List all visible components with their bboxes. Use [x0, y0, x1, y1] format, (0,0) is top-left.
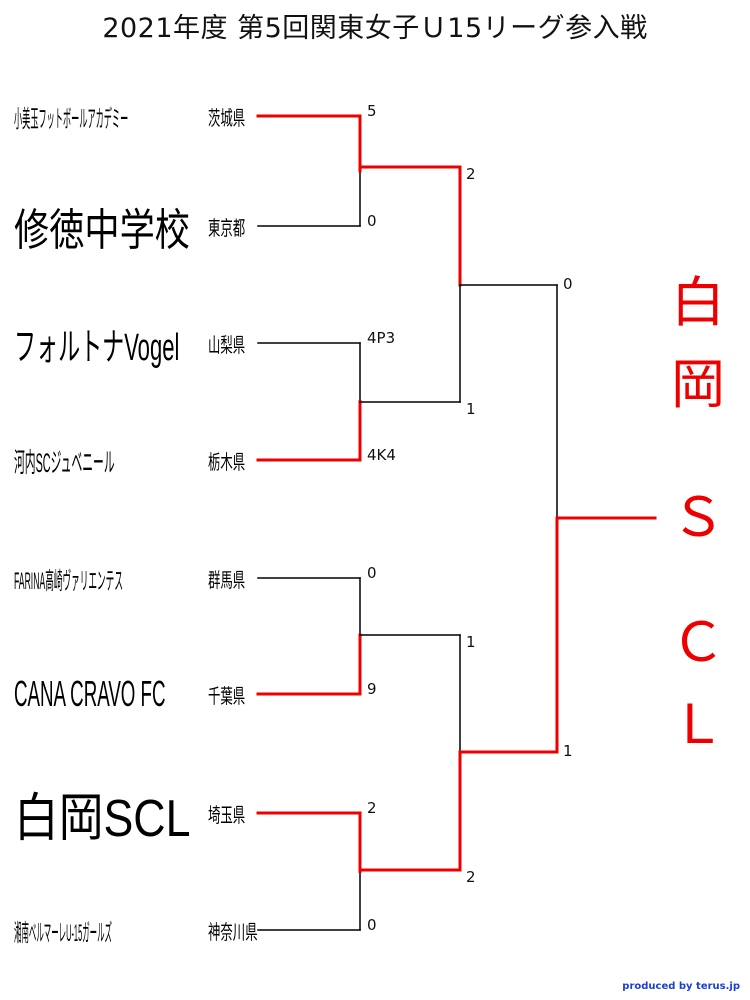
score-round1: 0	[367, 212, 377, 230]
team-prefecture: 神奈川県	[208, 921, 258, 944]
team-prefecture: 茨城県	[208, 107, 246, 130]
team-prefecture: 埼玉県	[208, 804, 246, 827]
team-name: フォルトナVogel	[14, 326, 180, 369]
champion-char: 岡	[671, 353, 725, 416]
champion-char: Ｃ	[671, 611, 725, 674]
credit-link[interactable]: produced by terus.jp	[622, 981, 740, 992]
team-prefecture: 千葉県	[208, 685, 246, 708]
score-round3: 1	[563, 742, 573, 760]
team-name: 湘南ベルマーレU-15ガールズ	[14, 919, 112, 947]
team-prefecture: 栃木県	[208, 451, 246, 474]
team-name: 小美玉フットボールアカデミー	[14, 105, 129, 133]
team-row: フォルトナVogel 山梨県	[14, 307, 260, 379]
team-name: CANA CRAVO FC	[14, 673, 166, 714]
team-prefecture: 東京都	[208, 217, 246, 240]
team-prefecture: 群馬県	[208, 569, 246, 592]
score-round1: 5	[367, 102, 377, 120]
score-round2: 2	[466, 165, 476, 183]
team-name: 河内SCジュベニール	[14, 447, 115, 478]
team-row: FARINA高崎ヴァリエンテス 群馬県	[14, 542, 260, 614]
score-round2: 1	[466, 400, 476, 418]
page-title: 2021年度 第5回関東女子Ｕ15リーグ参入戦	[102, 13, 648, 44]
score-round1: 0	[367, 564, 377, 582]
team-row: 修徳中学校東京都	[14, 190, 260, 262]
champion-char: 白	[671, 271, 725, 334]
score-round1: 9	[367, 680, 377, 698]
team-name: FARINA高崎ヴァリエンテス	[14, 567, 123, 595]
score-round2: 1	[466, 633, 476, 651]
team-prefecture: 山梨県	[208, 334, 246, 357]
score-round1: 0	[367, 916, 377, 934]
team-row: 河内SCジュベニール 栃木県	[14, 424, 260, 496]
team-row: 湘南ベルマーレU-15ガールズ 神奈川県	[14, 894, 260, 966]
score-round1: 2	[367, 799, 377, 817]
champion-char: Ｓ	[671, 486, 725, 549]
team-name: 修徳中学校	[14, 206, 190, 255]
team-name: 白岡SCL	[14, 789, 191, 848]
team-row: 白岡SCL 埼玉県	[14, 777, 260, 849]
score-round1: 4P3	[367, 329, 396, 347]
team-row: 小美玉フットボールアカデミー 茨城県	[14, 80, 260, 152]
team-row: CANA CRAVO FC 千葉県	[14, 658, 260, 730]
champion-char: Ｌ	[671, 693, 725, 756]
score-round2: 2	[466, 868, 476, 886]
score-round3: 0	[563, 275, 573, 293]
score-round1: 4K4	[367, 446, 396, 464]
